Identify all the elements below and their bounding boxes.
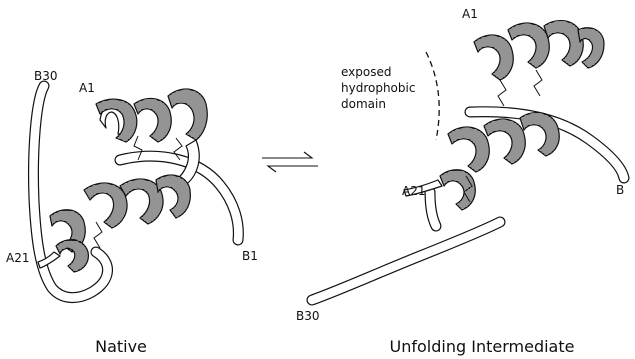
intermediate-label-b: B bbox=[616, 183, 624, 197]
intermediate-label-a21: A21 bbox=[402, 184, 425, 198]
native-a1-helix bbox=[96, 89, 207, 186]
native-structure: B30 A1 A21 B1 Native bbox=[6, 69, 258, 356]
native-caption: Native bbox=[95, 337, 147, 356]
native-a21-helix bbox=[38, 210, 88, 272]
intermediate-label-a1: A1 bbox=[462, 7, 478, 21]
native-label-b30: B30 bbox=[34, 69, 58, 83]
annotation-line-2: hydrophobic bbox=[341, 81, 415, 95]
intermediate-label-b30: B30 bbox=[296, 309, 320, 323]
native-label-a21: A21 bbox=[6, 251, 29, 265]
annotation-line-1: exposed bbox=[341, 65, 391, 79]
intermediate-b-helix bbox=[448, 113, 559, 172]
equilibrium-arrows-icon bbox=[262, 152, 318, 172]
native-label-a1: A1 bbox=[79, 81, 95, 95]
intermediate-a1-helix bbox=[474, 21, 604, 80]
exposed-domain-arc bbox=[426, 52, 439, 140]
annotation-line-3: domain bbox=[341, 97, 386, 111]
intermediate-caption: Unfolding Intermediate bbox=[390, 337, 575, 356]
native-b-helix bbox=[84, 175, 190, 228]
native-label-b1: B1 bbox=[242, 249, 258, 263]
intermediate-structure: exposed hydrophobic domain bbox=[296, 7, 624, 356]
